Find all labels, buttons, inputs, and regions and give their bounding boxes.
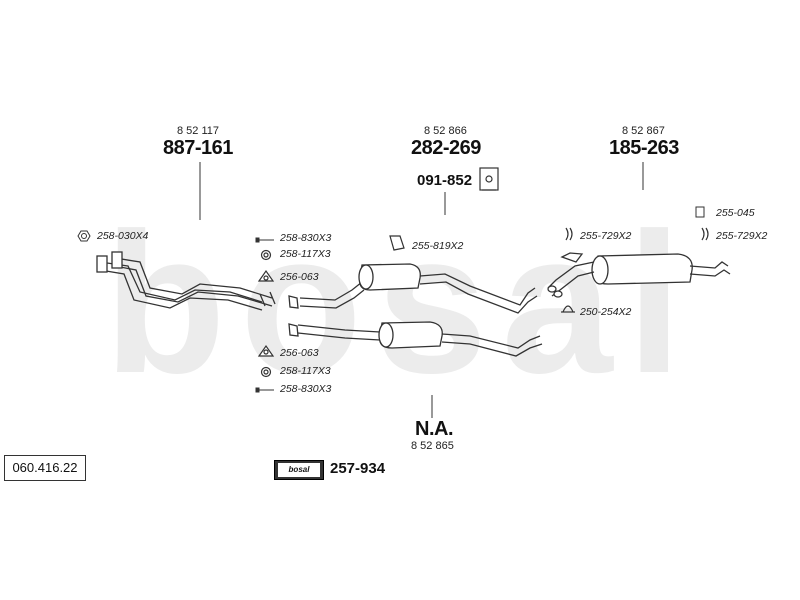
middle-silencer-lower [288,321,543,357]
accessory-label: 258-830X3 [280,232,332,244]
accessory-label: 258-117X3 [280,365,331,377]
accessory-label: 256-063 [280,271,319,283]
bracket-small-icon [695,206,705,218]
rubber-hanger-icon [389,227,709,251]
rear-silencer [547,252,731,298]
flange-gasket-icon [257,269,275,357]
sealing-ring-icon [260,249,272,378]
accessory-label: 256-063 [280,347,319,359]
brand-logo-text: bosal [278,463,320,477]
hex-nut-icon [77,230,91,242]
middle-ref: 8 52 866 [424,125,467,137]
accessory-label: 255-819X2 [412,240,464,252]
accessory-label: 258-830X3 [280,383,332,395]
front-ref: 8 52 117 [177,125,220,137]
kit-number: 257-934 [330,460,386,477]
rear-part-number: 185-263 [609,137,679,159]
leader-lines [199,162,644,418]
bolt-icon [255,237,274,393]
pipe-clamp-icon [561,305,575,313]
lower-ref: 8 52 865 [411,440,454,452]
middle-part-number: 282-269 [411,137,481,159]
lower-part-number: N.A. [415,418,454,440]
accessory-label: 250-254X2 [580,306,632,318]
watermark-text: bosal [104,192,696,415]
front-part-number: 887-161 [163,137,233,159]
mount-part-number: 091-852 [417,172,473,189]
accessory-label: 255-045 [716,207,755,219]
accessory-label: 255-729X2 [716,230,768,242]
diagram-code: 060.416.22 [4,455,86,481]
front-pipe [96,251,276,311]
accessory-label: 258-030X4 [97,230,149,242]
mounting-bracket-icon [479,167,499,191]
middle-silencer-upper [288,263,538,314]
accessory-label: 255-729X2 [580,230,632,242]
accessory-label: 258-117X3 [280,248,331,260]
rear-ref: 8 52 867 [622,125,665,137]
bosal-logo: bosal [274,460,324,480]
